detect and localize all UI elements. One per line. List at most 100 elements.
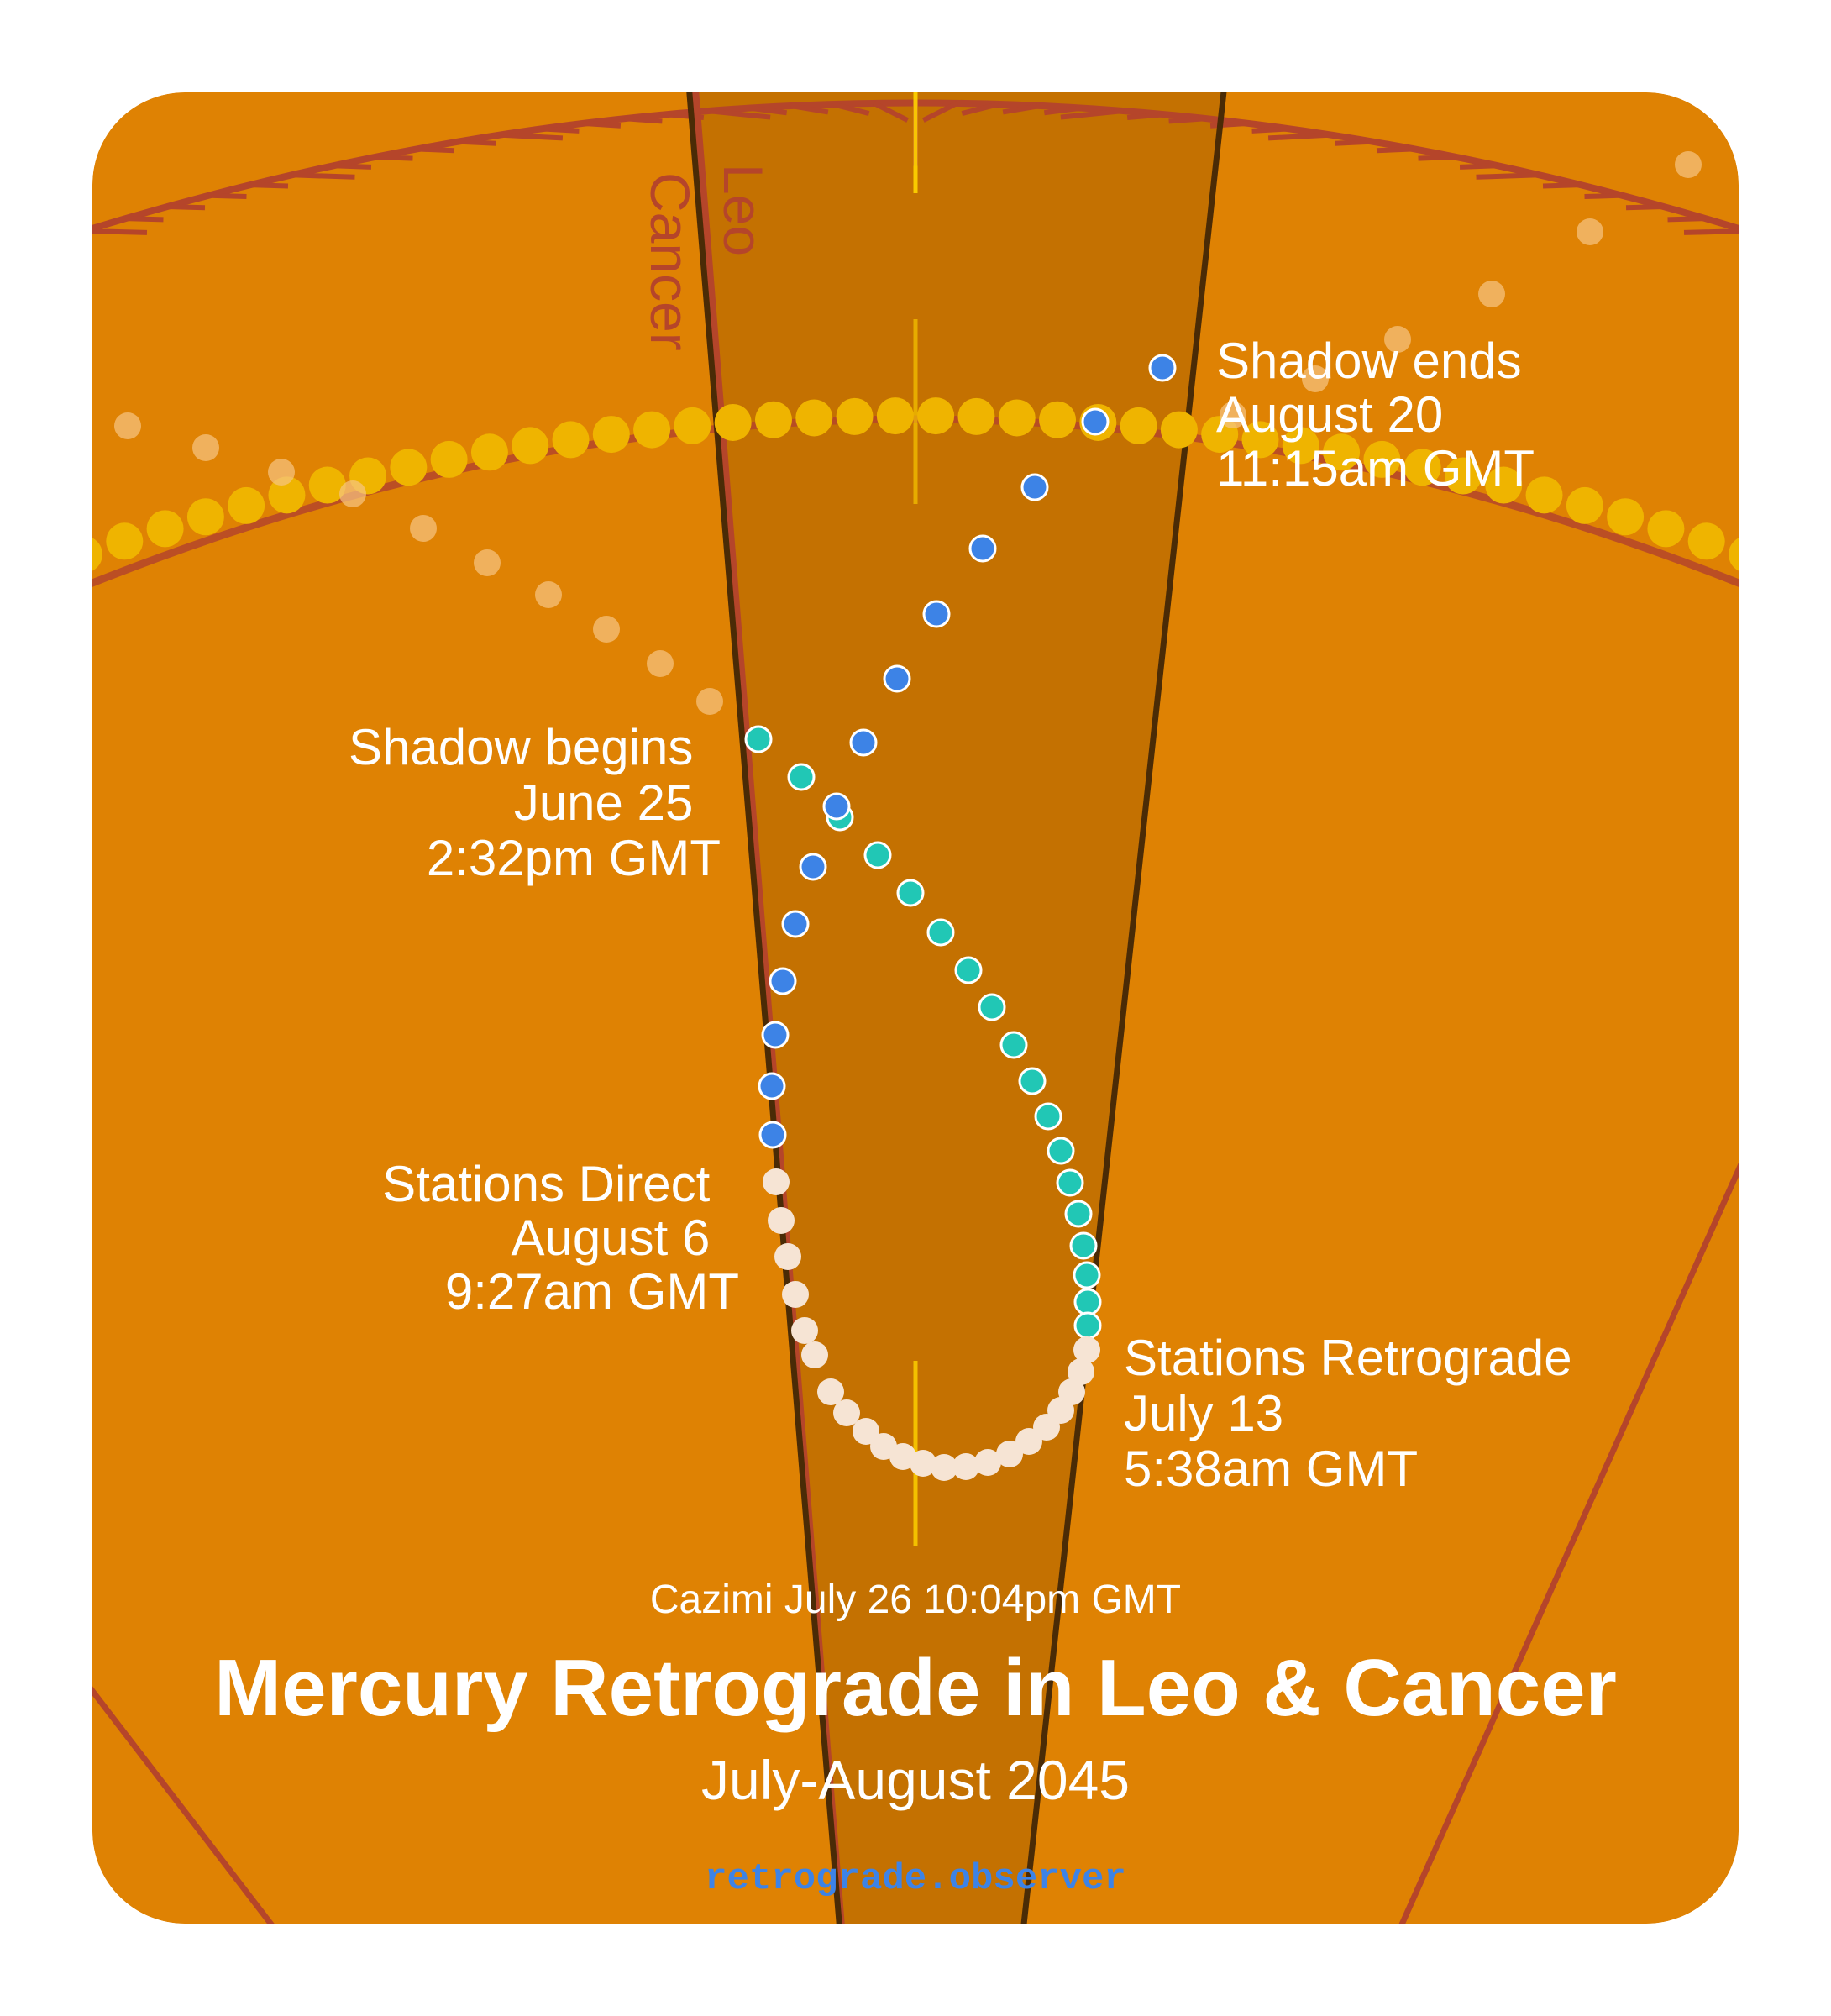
mercury-dot-retrograde xyxy=(768,1207,795,1234)
mercury-dot-shadow-in xyxy=(1034,1102,1062,1131)
degree-tick xyxy=(1542,182,1582,189)
sun-dot xyxy=(146,510,184,548)
degree-tick xyxy=(1335,139,1373,146)
degree-tick xyxy=(1376,146,1415,154)
mercury-dot-retrograde xyxy=(1073,1336,1100,1363)
degree-tick xyxy=(1168,116,1207,124)
mercury-dot-shadow-out xyxy=(1081,407,1110,436)
stations-direct-date: August 6 xyxy=(511,1210,710,1266)
mercury-dot-shadow-in xyxy=(1069,1231,1098,1260)
sun-dot xyxy=(308,466,346,504)
sun-dot xyxy=(1403,449,1441,486)
sun-dot xyxy=(795,399,833,437)
sun-dot xyxy=(470,433,508,471)
sun-dot xyxy=(512,427,549,465)
sun-dot xyxy=(1607,498,1645,536)
shadow-ends-title: Shadow ends xyxy=(1216,333,1522,389)
sun-dot xyxy=(1241,421,1279,459)
degree-tick xyxy=(624,116,663,124)
pre-shadow-dot xyxy=(647,650,674,677)
pre-shadow-dot xyxy=(1478,281,1505,307)
degree-tick xyxy=(458,139,496,146)
mercury-dot-retrograde xyxy=(782,1281,809,1308)
radial-line-right xyxy=(1395,1149,1739,1924)
mercury-dot-shadow-in xyxy=(978,993,1006,1021)
mercury-dot-shadow-out xyxy=(1020,473,1049,501)
mercury-dot-shadow-in xyxy=(999,1031,1028,1059)
mercury-dot-retrograde xyxy=(791,1317,818,1344)
degree-tick xyxy=(208,192,247,200)
site-link[interactable]: retrograde.observer xyxy=(705,1858,1126,1900)
label-shadow-begins: Shadow begins June 25 2:32pm GMT xyxy=(349,719,721,886)
degree-tick xyxy=(748,105,788,116)
sun-dot xyxy=(1160,411,1198,449)
mercury-dot-shadow-out xyxy=(761,1021,790,1049)
mercury-dot-shadow-out xyxy=(799,853,827,881)
subtitle: July-August 2045 xyxy=(701,1749,1130,1811)
mercury-dot-retrograde xyxy=(817,1378,844,1405)
shadow-ends-date: August 20 xyxy=(1216,386,1443,443)
sun-dot xyxy=(836,397,874,435)
mercury-dot-retrograde xyxy=(974,1449,1001,1476)
label-shadow-ends: Shadow ends August 20 11:15am GMT xyxy=(1216,333,1535,496)
mercury-dot-shadow-out xyxy=(822,792,851,821)
pre-shadow-dot xyxy=(339,480,366,507)
shadow-begins-date: June 25 xyxy=(514,774,694,831)
sun-dot xyxy=(1566,486,1603,524)
degree-tick xyxy=(707,108,771,120)
cazimi-label: Cazimi July 26 10:04pm GMT xyxy=(650,1578,1181,1622)
mercury-dot-shadow-out xyxy=(883,664,911,693)
sun-dot xyxy=(1120,407,1157,444)
sign-label-cancer: Cancer xyxy=(639,172,701,351)
pre-shadow-dot xyxy=(192,434,219,461)
mercury-dot-shadow-in xyxy=(1018,1067,1047,1095)
sector-edge-right xyxy=(1020,92,1228,1924)
shadow-begins-title: Shadow begins xyxy=(349,719,693,775)
main-title: Mercury Retrograde in Leo & Cancer xyxy=(214,1643,1617,1733)
pre-shadow-dot xyxy=(696,688,723,715)
sun-dot xyxy=(592,416,630,454)
mercury-dot-retrograde xyxy=(763,1168,790,1195)
sun-dot xyxy=(633,411,671,449)
stations-retrograde-date: July 13 xyxy=(1124,1385,1283,1441)
degree-tick xyxy=(1476,172,1540,180)
mercury-dot-shadow-in xyxy=(954,956,983,984)
mercury-dot-retrograde xyxy=(996,1441,1023,1467)
mercury-path xyxy=(744,354,1177,1481)
mercury-dot-shadow-in xyxy=(1056,1168,1084,1197)
mercury-dot-shadow-out xyxy=(758,1072,786,1100)
degree-tick xyxy=(873,101,910,123)
pre-shadow-dot xyxy=(1220,402,1246,428)
sun-dot xyxy=(1323,433,1361,471)
degree-tick xyxy=(1126,112,1166,120)
sun-dot xyxy=(430,440,468,478)
sun-dot xyxy=(917,397,955,435)
degree-tick xyxy=(541,126,580,134)
degree-tick xyxy=(499,132,564,141)
sun-dot xyxy=(674,407,711,444)
mercury-dot-shadow-out xyxy=(781,910,810,938)
mercury-dot-retrograde xyxy=(952,1453,979,1480)
sun-dot xyxy=(1282,427,1319,465)
degree-tick xyxy=(582,120,622,129)
mercury-dot-shadow-in xyxy=(896,879,925,907)
pre-shadow-dot xyxy=(1384,326,1411,353)
degree-tick xyxy=(333,163,372,170)
degree-tick xyxy=(291,172,355,180)
sun-dot xyxy=(268,476,306,514)
shadow-begins-time: 2:32pm GMT xyxy=(427,830,721,886)
mercury-dot-shadow-in xyxy=(1073,1288,1102,1316)
degree-tick xyxy=(921,101,958,123)
mercury-dot-shadow-in xyxy=(863,841,892,869)
label-stations-retrograde: Stations Retrograde July 13 5:38am GMT xyxy=(1124,1330,1586,1497)
pre-shadow-dot xyxy=(474,549,501,576)
pre-shadow-dot xyxy=(1577,218,1603,245)
sun-dot xyxy=(714,403,752,441)
degree-ticks xyxy=(92,101,1739,235)
mercury-dot-retrograde xyxy=(931,1454,957,1481)
mercury-dot-shadow-in xyxy=(744,725,773,753)
degree-tick xyxy=(1251,126,1290,134)
sun-dot xyxy=(1363,440,1401,478)
mercury-dot-retrograde xyxy=(774,1243,801,1270)
sun-dot xyxy=(876,397,914,435)
